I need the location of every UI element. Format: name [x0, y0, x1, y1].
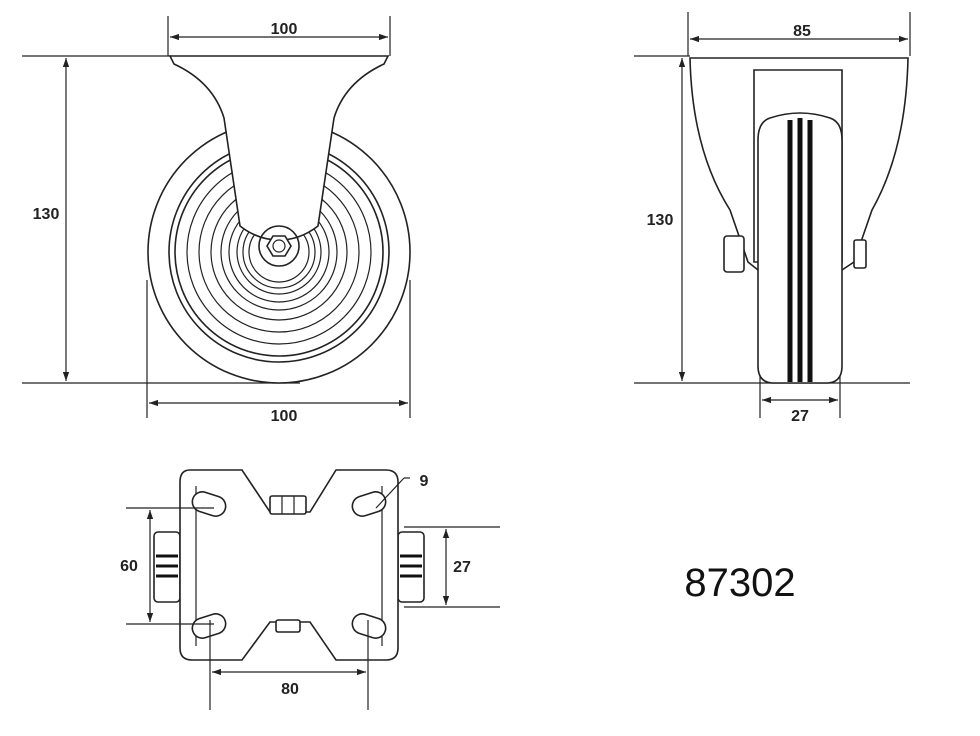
mounting-slot-bottom-right: [351, 613, 387, 639]
side-view: 85 130 27: [634, 12, 911, 425]
front-view: 100 130 100: [22, 16, 411, 425]
mounting-slot-bottom-left: [191, 613, 227, 639]
top-mounting-plate: [179, 469, 399, 661]
front-top-width-label: 100: [271, 21, 298, 38]
front-wheel-diameter-label: 100: [271, 408, 298, 425]
front-height-label: 130: [33, 206, 60, 223]
side-axle-nut-left: [723, 235, 745, 273]
side-axle-nut-right: [853, 239, 867, 269]
side-top-width-label: 85: [793, 23, 811, 40]
side-wheel-width-label: 27: [791, 408, 809, 425]
side-height-label: 130: [647, 212, 674, 229]
model-number: 87302: [684, 561, 795, 605]
top-wheel-right: [397, 531, 425, 603]
hole-spacing-horizontal-label: 80: [281, 681, 299, 698]
top-nut-lower: [275, 619, 301, 633]
top-wheel-width-label: 27: [453, 559, 471, 576]
mounting-slot-top-left: [191, 491, 227, 517]
top-wheel-left: [153, 531, 181, 603]
front-axle-nut: [258, 225, 300, 267]
top-nut-upper: [269, 495, 307, 515]
top-view: 9 60 80 27: [120, 469, 500, 710]
slot-width-label: 9: [420, 473, 429, 490]
hole-spacing-vertical-label: 60: [120, 558, 138, 575]
